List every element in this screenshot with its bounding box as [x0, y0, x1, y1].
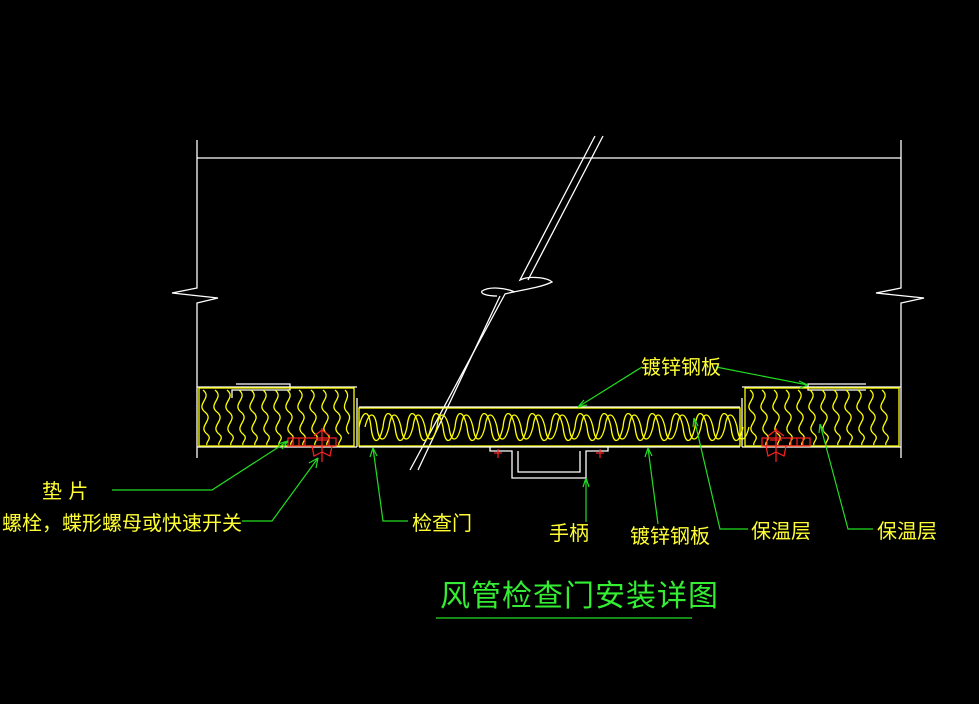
- steel-clips: [231, 383, 866, 398]
- label-galv-bottom: 镀锌钢板: [630, 524, 710, 548]
- label-insulation-2: 保温层: [877, 519, 937, 543]
- bolt-right: [761, 428, 811, 462]
- bolt-left: [287, 428, 337, 462]
- label-bolt: 螺栓，蝶形螺母或快速开关: [2, 511, 242, 535]
- handle: [489, 447, 609, 479]
- label-door: 检查门: [412, 511, 472, 535]
- label-gasket: 垫 片: [42, 479, 88, 503]
- label-galv-top: 镀锌钢板: [641, 355, 721, 379]
- insulation-left: [198, 387, 355, 447]
- leader-lines: [112, 366, 873, 619]
- diagram-title: 风管检查门安装详图: [440, 579, 719, 614]
- duct-outline: [171, 140, 925, 458]
- break-line: [409, 135, 604, 471]
- insulation-right: [744, 387, 900, 447]
- label-handle: 手柄: [549, 521, 589, 545]
- label-insulation-1: 保温层: [751, 519, 811, 543]
- insulation-door: [358, 406, 750, 448]
